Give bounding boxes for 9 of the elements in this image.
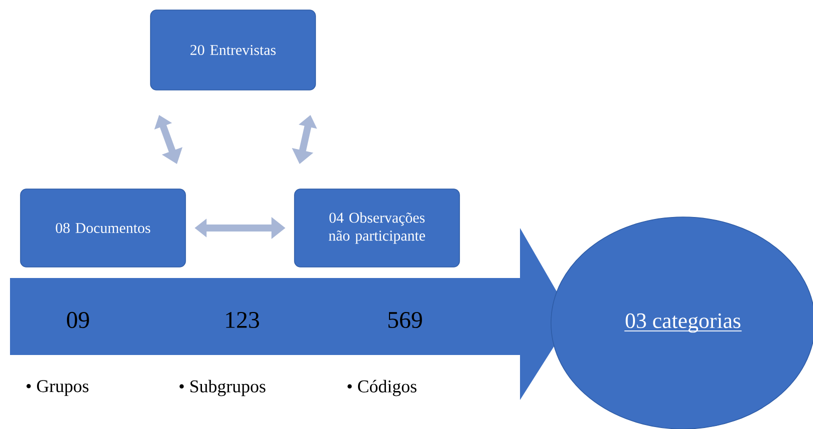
process-box: 04 Observações não participante [294, 188, 460, 268]
bullet-label: • Códigos [348, 380, 416, 396]
process-box: 20 Entrevistas [150, 10, 316, 90]
bullet-label: • Subgrupos [180, 380, 266, 396]
process-box: 08 Documentos [20, 188, 186, 268]
bullet-label: • Grupos [26, 380, 88, 396]
node-label: 09 [66, 312, 89, 328]
node-label: 123 [226, 312, 259, 328]
node-label: 569 [388, 312, 422, 328]
